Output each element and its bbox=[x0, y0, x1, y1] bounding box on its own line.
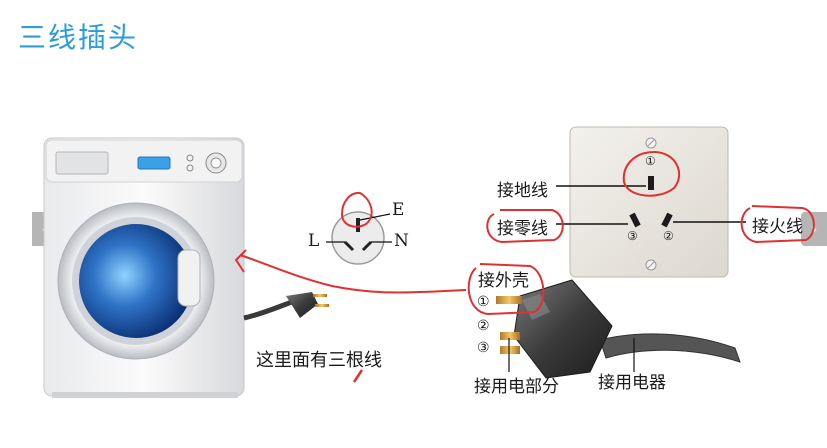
socket-hole-2: ② bbox=[663, 229, 674, 243]
live-wire-label: 接火线 bbox=[752, 217, 803, 237]
plug-pin-earth bbox=[496, 296, 522, 304]
plug-pin-live bbox=[500, 346, 520, 354]
connection-arrow bbox=[239, 254, 467, 294]
neutral-label-circle bbox=[486, 209, 564, 244]
neutral-symbol-label: N bbox=[394, 231, 409, 251]
plug-pin-2: ② bbox=[477, 318, 490, 334]
washer-wires-note: 这里面有三根线 bbox=[256, 350, 382, 371]
washer-drum bbox=[79, 224, 193, 338]
washer-plug-icon bbox=[243, 292, 329, 321]
neutral-hole bbox=[629, 212, 641, 228]
wall-socket bbox=[556, 126, 746, 278]
shell-label-circle bbox=[467, 263, 545, 316]
live-hole bbox=[661, 212, 673, 228]
pen-mark bbox=[352, 369, 364, 383]
earth-symbol-circle bbox=[340, 191, 373, 228]
shell-label: 接外壳 bbox=[478, 271, 529, 291]
earth-hole-circle bbox=[622, 150, 681, 197]
washing-machine bbox=[43, 137, 245, 398]
live-symbol-label: L bbox=[308, 231, 320, 251]
three-pin-plug bbox=[496, 279, 741, 379]
live-label-circle bbox=[740, 205, 815, 244]
socket-hole-3: ③ bbox=[627, 229, 638, 243]
neutral-wire-label: 接零线 bbox=[497, 219, 548, 239]
earth-wire-label: 接地线 bbox=[497, 181, 548, 201]
teacher-annotations bbox=[234, 150, 815, 383]
earth-symbol-label: E bbox=[392, 200, 405, 220]
door-handle bbox=[177, 249, 201, 307]
appliance-part-label: 接用电部分 bbox=[474, 377, 559, 397]
earth-hole bbox=[648, 176, 654, 190]
arrow-head bbox=[234, 249, 247, 273]
plug-symbol bbox=[326, 211, 392, 265]
slide-title: 三线插头 bbox=[18, 21, 139, 54]
plug-pin-3: ③ bbox=[477, 340, 490, 356]
display-panel bbox=[137, 156, 171, 170]
plug-pin-neutral bbox=[500, 332, 520, 340]
appliance-cable-label: 接用电器 bbox=[598, 373, 666, 393]
plug-pin-1: ① bbox=[477, 294, 490, 310]
socket-hole-1: ① bbox=[645, 154, 656, 168]
